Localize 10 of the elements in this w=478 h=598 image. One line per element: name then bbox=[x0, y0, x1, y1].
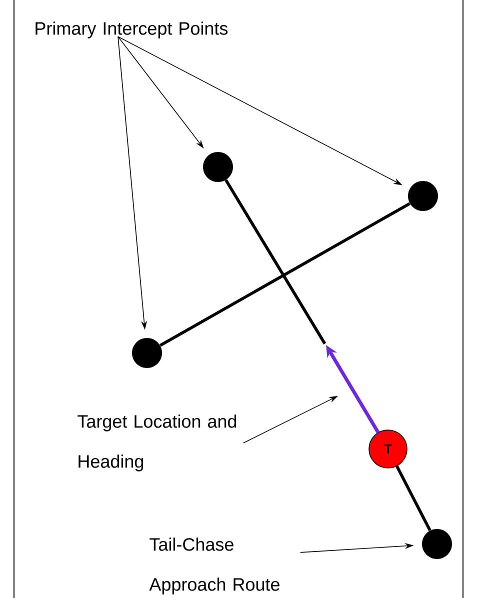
label-text: Target Location and Heading bbox=[78, 414, 236, 472]
route-line bbox=[396, 466, 432, 532]
label-text: Primary Intercept Points bbox=[36, 22, 228, 38]
label-text: Tail-Chase Approach Route bbox=[149, 538, 280, 594]
waypoint-dot bbox=[422, 529, 452, 559]
route-line bbox=[224, 179, 326, 344]
waypoint-dot bbox=[408, 181, 438, 211]
waypoint-dot bbox=[132, 338, 162, 368]
route-line bbox=[159, 202, 411, 347]
waypoint-dot bbox=[203, 152, 233, 182]
